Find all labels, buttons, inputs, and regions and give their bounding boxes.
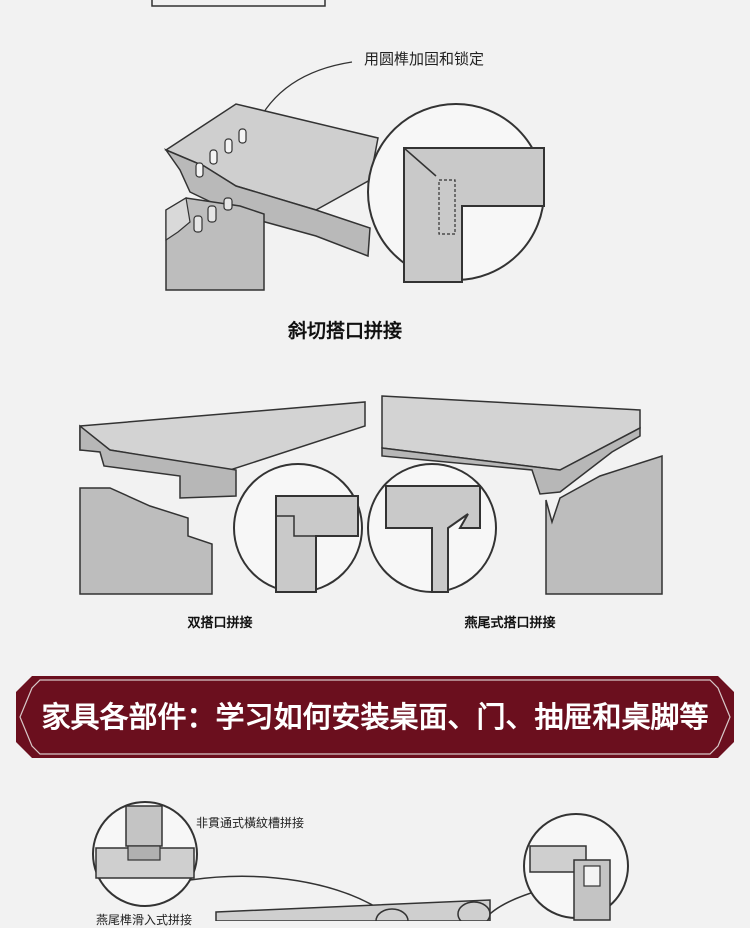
housing-joint-illustration <box>92 801 629 921</box>
lap-joint-illustrations <box>79 395 663 595</box>
housing-joint-label: 非貫通式橫紋槽拼接 <box>196 816 305 830</box>
section-banner-title: 家具各部件：学习如何安装桌面、门、抽屉和桌脚等 <box>41 700 709 734</box>
dovetail-lap-caption: 燕尾式搭口拼接 <box>464 616 556 631</box>
section-banner <box>16 676 734 758</box>
mitered-lap-caption: 斜切搭口拼接 <box>287 320 402 342</box>
dowel-callout-label: 用圆榫加固和锁定 <box>364 50 485 68</box>
mitered-lap-joint-illustration <box>151 0 545 291</box>
dovetail-slide-label: 燕尾榫滑入式拼接 <box>96 913 193 927</box>
double-lap-caption: 双搭口拼接 <box>187 616 253 631</box>
